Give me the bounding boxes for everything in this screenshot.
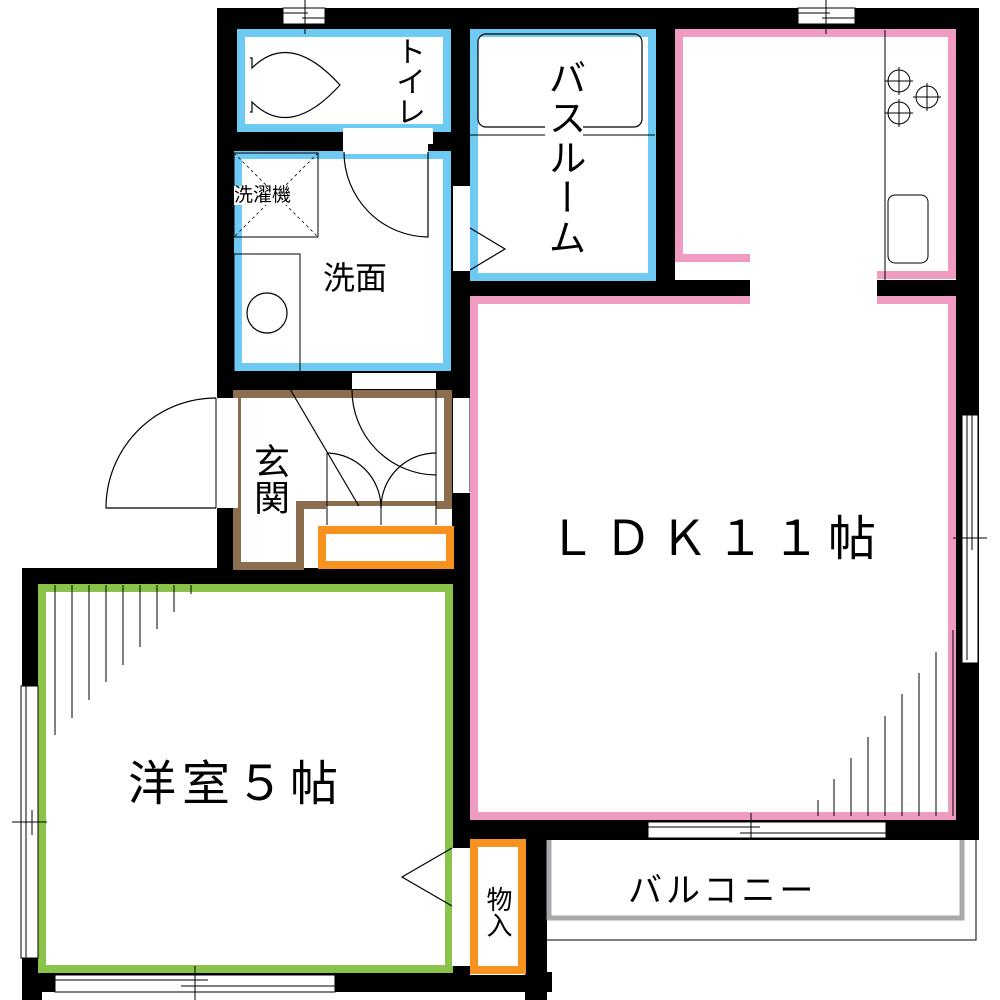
washroom-label: 洗面 — [323, 259, 388, 297]
balcony-label: バルコニー — [628, 871, 818, 911]
storage-room — [470, 839, 526, 975]
washing-machine-label: 洗濯機 — [234, 184, 292, 206]
vanity-icon — [233, 253, 301, 373]
toilet-bowl-icon — [250, 52, 341, 118]
storage-label: 物入 — [482, 886, 512, 938]
toilet-room — [237, 29, 451, 144]
closet-hatch — [817, 630, 954, 816]
ldk-label: ＬＤＫ１１帖 — [548, 511, 885, 567]
toilet-window — [282, 0, 326, 34]
front-door-swing — [105, 397, 217, 509]
bathroom-label: バスルーム — [542, 58, 586, 258]
folding-door-icon — [469, 227, 507, 271]
bedroom-closet-hatch — [54, 585, 192, 735]
toilet-label: トイレ — [390, 36, 425, 126]
stove-icon — [885, 67, 941, 127]
shoe-storage — [318, 526, 454, 569]
western-room-label: 洋室５帖 — [128, 756, 345, 812]
kitchen-sink-icon — [887, 194, 929, 264]
entrance-label: 玄関 — [248, 443, 289, 515]
